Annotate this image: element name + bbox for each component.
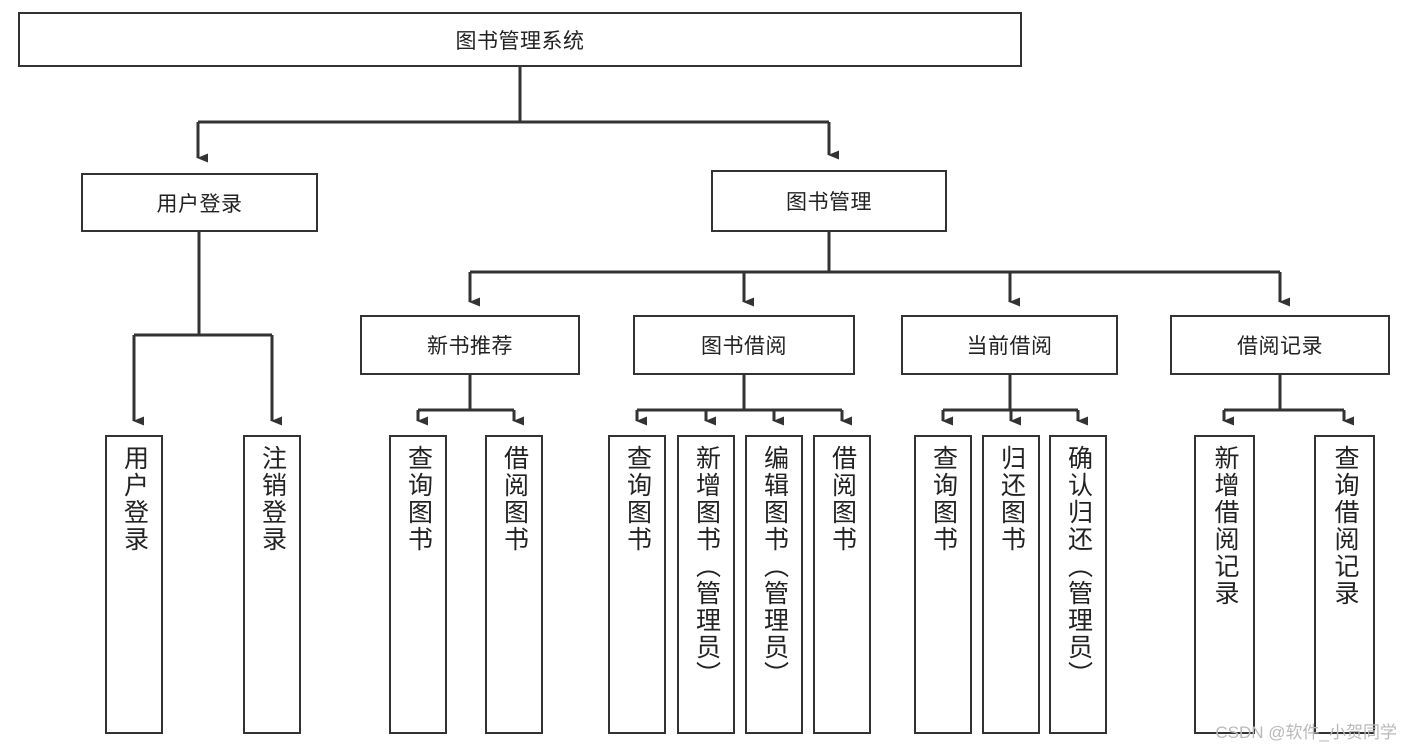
- node-new-book-recommend[interactable]: 新书推荐: [360, 315, 580, 375]
- node-root[interactable]: 图书管理系统: [18, 12, 1022, 67]
- leaf-query-book-1-label: 查询图书: [404, 445, 433, 553]
- leaf-confirm-return[interactable]: 确认归还（管理员）: [1049, 435, 1107, 734]
- leaf-user-login-label: 用户登录: [120, 445, 149, 553]
- leaf-borrow-book-2-label: 借阅图书: [828, 445, 857, 553]
- leaf-user-logout[interactable]: 注销登录: [243, 435, 301, 734]
- leaf-edit-book-label: 编辑图书（管理员）: [760, 445, 789, 688]
- node-book-management[interactable]: 图书管理: [711, 170, 947, 232]
- leaf-borrow-book-1[interactable]: 借阅图书: [485, 435, 543, 734]
- leaf-query-book-2-label: 查询图书: [623, 445, 652, 553]
- leaf-add-book[interactable]: 新增图书（管理员）: [677, 435, 735, 734]
- leaf-confirm-return-label: 确认归还（管理员）: [1064, 445, 1093, 688]
- leaf-add-record[interactable]: 新增借阅记录: [1194, 435, 1255, 734]
- leaf-user-logout-label: 注销登录: [258, 445, 287, 553]
- leaf-add-book-label: 新增图书（管理员）: [692, 445, 721, 688]
- leaf-query-record[interactable]: 查询借阅记录: [1314, 435, 1375, 734]
- node-new-book-recommend-label: 新书推荐: [427, 335, 513, 358]
- leaf-query-book-3[interactable]: 查询图书: [914, 435, 972, 734]
- node-current-borrow-label: 当前借阅: [966, 335, 1053, 358]
- leaf-borrow-book-1-label: 借阅图书: [500, 445, 529, 553]
- leaf-user-login[interactable]: 用户登录: [105, 435, 163, 734]
- node-root-label: 图书管理系统: [455, 29, 585, 53]
- leaf-borrow-book-2[interactable]: 借阅图书: [813, 435, 871, 734]
- leaf-query-book-3-label: 查询图书: [929, 445, 958, 553]
- node-book-borrow-label: 图书借阅: [701, 335, 787, 358]
- node-book-borrow[interactable]: 图书借阅: [633, 315, 855, 375]
- node-current-borrow[interactable]: 当前借阅: [901, 315, 1118, 375]
- node-borrow-record-label: 借阅记录: [1237, 335, 1323, 358]
- leaf-edit-book[interactable]: 编辑图书（管理员）: [745, 435, 803, 734]
- leaf-return-book-label: 归还图书: [997, 445, 1026, 553]
- node-user-login[interactable]: 用户登录: [81, 173, 318, 232]
- leaf-return-book[interactable]: 归还图书: [982, 435, 1040, 734]
- leaf-query-book-2[interactable]: 查询图书: [608, 435, 666, 734]
- leaf-query-book-1[interactable]: 查询图书: [389, 435, 447, 734]
- leaf-add-record-label: 新增借阅记录: [1211, 445, 1239, 607]
- leaf-query-record-label: 查询借阅记录: [1331, 445, 1359, 607]
- node-user-login-label: 用户登录: [156, 192, 243, 216]
- node-borrow-record[interactable]: 借阅记录: [1170, 315, 1390, 375]
- node-book-management-label: 图书管理: [786, 191, 872, 214]
